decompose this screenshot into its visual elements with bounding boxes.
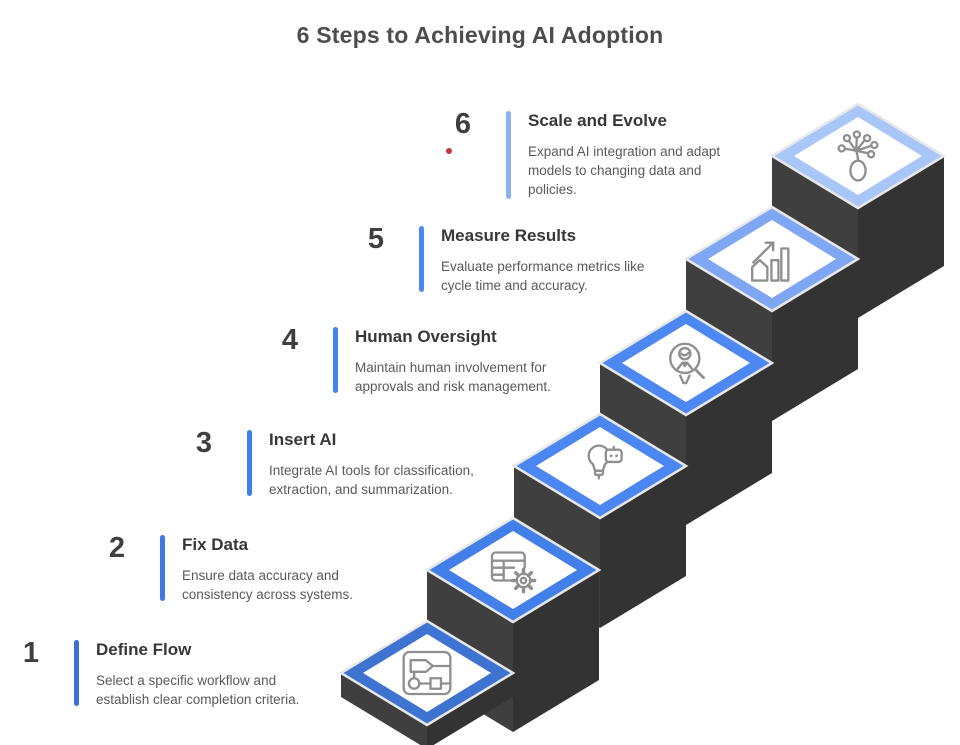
block-4-right-face: [686, 363, 772, 525]
step-5-tile: [683, 205, 861, 313]
step-5-number: 5: [367, 223, 385, 255]
block-2-right-face: [513, 570, 599, 732]
step-2-description: Ensure data accuracy and consistency acr…: [182, 566, 353, 604]
step-3-text-block: 3 Insert AI Integrate AI tools for class…: [186, 427, 474, 499]
step-6-number: 6: [454, 108, 472, 140]
step-4-accent-bar: [333, 327, 338, 393]
step-3-desc-line: Integrate AI tools for classification,: [269, 463, 474, 478]
step-5-title: Measure Results: [441, 226, 577, 245]
step-2-tile: [424, 516, 602, 624]
step-2-text-block: 2 Fix Data Ensure data accuracy and cons…: [99, 532, 353, 604]
step-6-desc-line: policies.: [528, 182, 577, 197]
lightbulb-ai-icon: [587, 444, 623, 480]
step-2-number: 2: [108, 532, 126, 564]
step-4-tile: [597, 309, 775, 417]
step-6-text-block: 6 Scale and Evolve Expand AI integration…: [445, 108, 720, 199]
step-3-tile: [511, 412, 689, 520]
step-4-title: Human Oversight: [355, 327, 497, 346]
step-2-tile-face: [449, 531, 577, 609]
page-title: 6 Steps to Achieving AI Adoption: [296, 22, 664, 48]
step-4-description: Maintain human involvement for approvals…: [355, 358, 551, 396]
step-3-desc-line: extraction, and summarization.: [269, 482, 453, 497]
step-2-desc-line: Ensure data accuracy and: [182, 568, 339, 583]
step-5-tile-face: [708, 220, 836, 298]
step-3-title: Insert AI: [269, 430, 337, 449]
person-magnifier-icon: [669, 342, 705, 385]
step-6-desc-line: models to changing data and: [528, 163, 702, 178]
step-3-number: 3: [195, 427, 213, 459]
step-1-description: Select a specific workflow and establish…: [96, 671, 299, 709]
step-6-title: Scale and Evolve: [528, 111, 667, 130]
block-3-right-face: [600, 466, 686, 628]
red-dot: [446, 148, 452, 154]
step-4-desc-line: Maintain human involvement for: [355, 360, 547, 375]
step-3-accent-bar: [247, 430, 252, 496]
step-1-desc-line: establish clear completion criteria.: [96, 692, 300, 707]
step-4-number: 4: [281, 324, 299, 356]
step-1-desc-line: Select a specific workflow and: [96, 673, 277, 688]
step-5-description: Evaluate performance metrics like cycle …: [441, 257, 644, 295]
step-4-text-block: 4 Human Oversight Maintain human involve…: [272, 324, 551, 396]
step-5-desc-line: cycle time and accuracy.: [441, 278, 588, 293]
block-1-right-face: [427, 673, 513, 745]
step-1-text-block: 1 Define Flow Select a specific workflow…: [13, 637, 299, 709]
step-1-tile: [338, 619, 516, 727]
block-6-right-face: [858, 156, 944, 318]
step-2-title: Fix Data: [182, 535, 249, 554]
step-5-desc-line: Evaluate performance metrics like: [441, 259, 645, 274]
block-5-right-face: [772, 259, 858, 421]
step-1-number: 1: [22, 637, 40, 669]
growth-chart-icon: [751, 241, 790, 282]
step-6-desc-line: Expand AI integration and adapt: [528, 144, 721, 159]
step-5-accent-bar: [419, 226, 424, 292]
network-tree-icon: [837, 130, 879, 182]
step-3-tile-face: [536, 427, 664, 505]
step-6-description: Expand AI integration and adapt models t…: [528, 142, 720, 199]
step-6-tile: [769, 102, 947, 210]
step-2-accent-bar: [160, 535, 165, 601]
flowchart-icon: [402, 650, 452, 696]
step-1-accent-bar: [74, 640, 79, 706]
step-4-desc-line: approvals and risk management.: [355, 379, 551, 394]
step-5-text-block: 5 Measure Results Evaluate performance m…: [358, 223, 644, 295]
step-3-description: Integrate AI tools for classification, e…: [269, 461, 474, 499]
table-gear-icon: [490, 551, 537, 594]
step-6-accent-bar: [506, 111, 511, 199]
block-1-left-face: [341, 673, 427, 745]
step-2-desc-line: consistency across systems.: [182, 587, 354, 602]
step-1-title: Define Flow: [96, 640, 192, 659]
step-1-tile-face: [363, 634, 491, 712]
